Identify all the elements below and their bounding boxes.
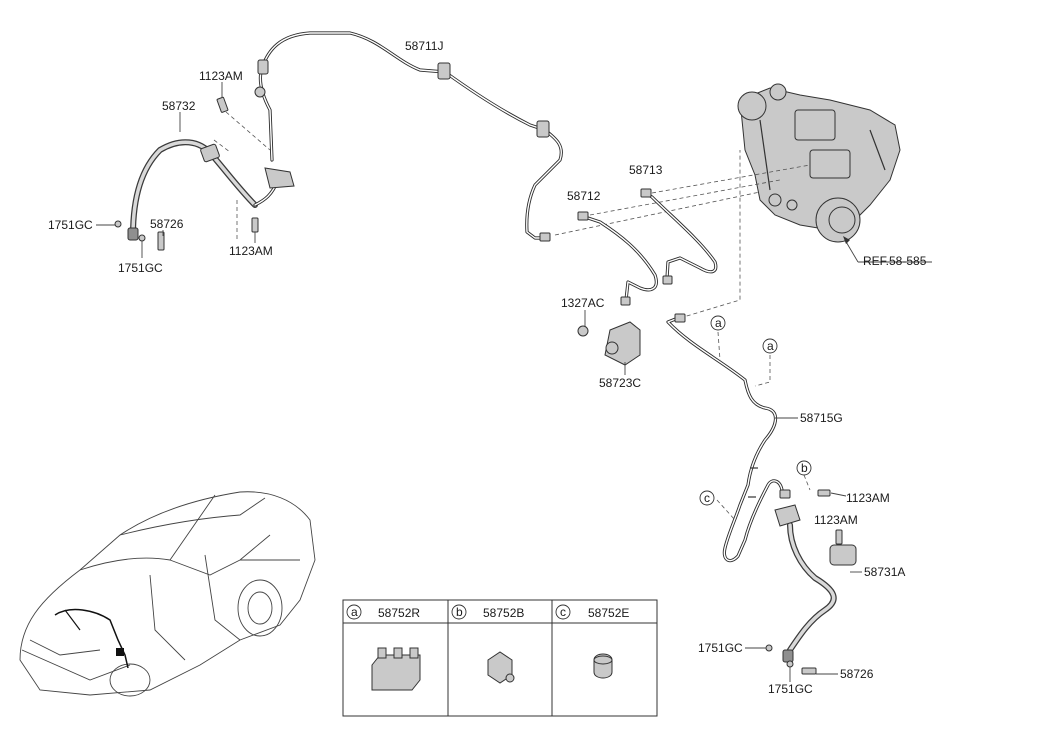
label-1751gc-left2: 1751GC xyxy=(118,261,163,275)
legend-key-c: c xyxy=(560,605,566,619)
projection-lines xyxy=(554,150,811,319)
callout-b: b xyxy=(801,461,808,475)
legend-part-a: 58752R xyxy=(378,606,420,620)
label-58723c: 58723C xyxy=(599,376,641,390)
label-1327ac: 1327AC xyxy=(561,296,605,310)
label-1751gc-r1: 1751GC xyxy=(698,641,743,655)
label-1751gc-left: 1751GC xyxy=(48,218,93,232)
callout-a1: a xyxy=(715,316,722,330)
brake-hose-58732 xyxy=(114,96,295,251)
brake-tubes-58712-58713 xyxy=(577,188,718,306)
legend-key-b: b xyxy=(456,605,463,619)
brake-hose-58731a xyxy=(745,489,862,682)
labels: 58711J 1123AM 58732 1751GC 58726 1751GC … xyxy=(48,39,927,696)
vehicle-illustration xyxy=(19,491,316,697)
label-58715g: 58715G xyxy=(800,411,843,425)
label-1123am-left: 1123AM xyxy=(229,244,273,258)
legend-key-a: a xyxy=(351,605,358,619)
legend-table xyxy=(342,599,658,717)
label-58713: 58713 xyxy=(629,163,663,177)
label-1123am-r1: 1123AM xyxy=(846,491,890,505)
brake-tube-58715g xyxy=(666,313,811,563)
callouts xyxy=(699,315,812,506)
legend-part-c: 58752E xyxy=(588,606,629,620)
label-1123am-top: 1123AM xyxy=(199,69,243,83)
brake-tube-58711j xyxy=(254,31,563,242)
brake-booster-assembly xyxy=(737,83,901,243)
label-58731a: 58731A xyxy=(864,565,905,579)
label-58732: 58732 xyxy=(162,99,196,113)
legend-part-b: 58752B xyxy=(483,606,524,620)
label-58726-left: 58726 xyxy=(150,217,184,231)
label-1123am-r2: 1123AM xyxy=(814,513,858,527)
label-58726-r: 58726 xyxy=(840,667,874,681)
callout-c: c xyxy=(704,491,710,505)
label-58711j: 58711J xyxy=(405,39,443,53)
bracket-58723c xyxy=(577,310,641,375)
label-58712: 58712 xyxy=(567,189,601,203)
label-1751gc-r2: 1751GC xyxy=(768,682,813,696)
label-ref: REF.58-585 xyxy=(863,254,927,268)
callout-a2: a xyxy=(767,339,774,353)
leaders-left xyxy=(96,82,256,258)
ref-leader xyxy=(843,236,932,263)
